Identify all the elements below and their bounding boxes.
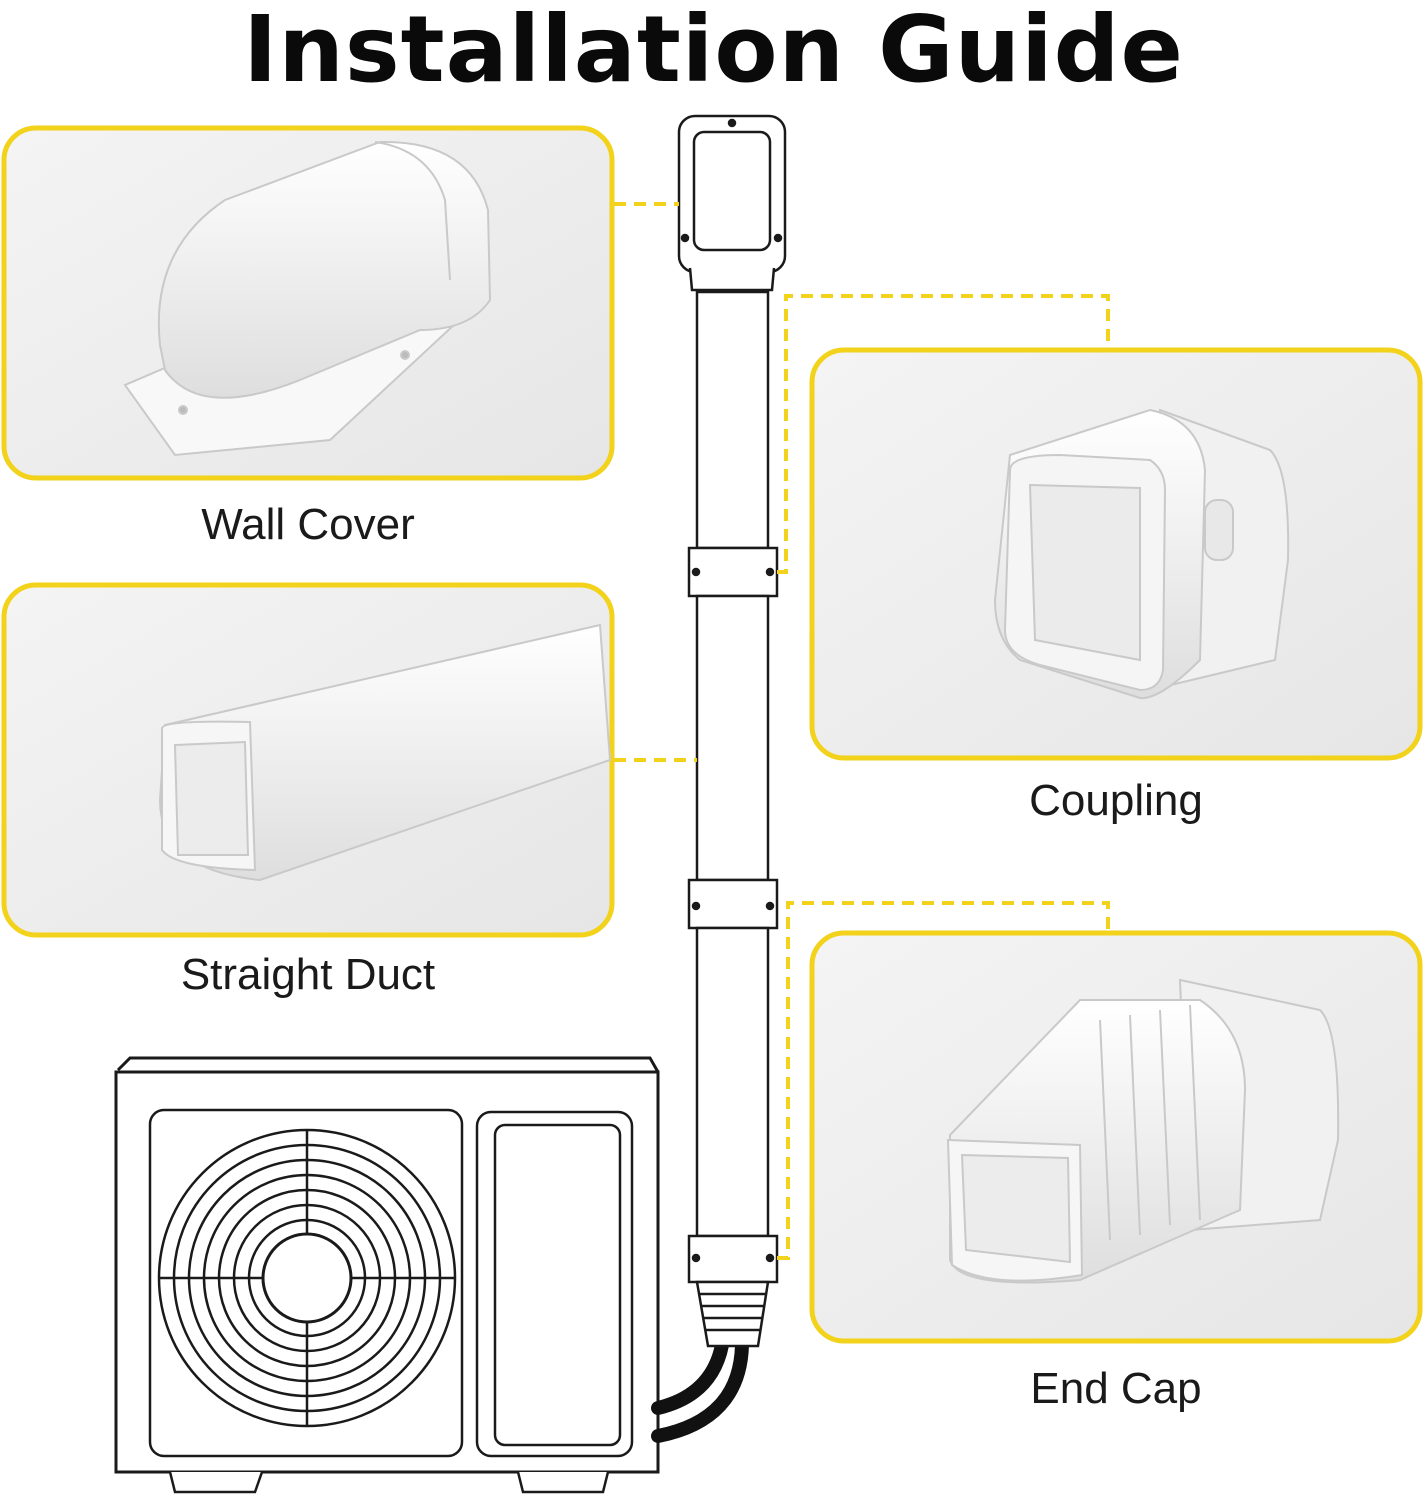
straight-duct-panel [1, 582, 615, 938]
straight-duct-caption: Straight Duct [180, 950, 436, 999]
coupling-illustration [993, 408, 1290, 700]
wall-cover-illustration [123, 140, 492, 457]
end-cap-illustration [946, 978, 1340, 1284]
end-cap-panel [809, 930, 1423, 1344]
straight-duct-middle [695, 594, 770, 882]
straight-duct-lower [695, 926, 770, 1238]
end-cap-caption: End Cap [1030, 1364, 1202, 1413]
outdoor-ac-unit [114, 1056, 660, 1494]
straight-duct-upper [695, 290, 770, 550]
coupling-leader [777, 294, 1110, 574]
wall-cover-line-drawing [677, 114, 787, 292]
refrigerant-lines [651, 1338, 749, 1443]
end-cap-line-drawing [687, 1234, 779, 1348]
end-cap-leader [777, 901, 1110, 1260]
wall-cover-panel [1, 125, 615, 481]
straight-duct-illustration [158, 623, 612, 882]
coupling-upper [687, 546, 779, 598]
leader-lines [614, 202, 1110, 1260]
fan-grille [157, 1128, 457, 1428]
duct-assembly [677, 114, 787, 1348]
coupling-panel [809, 347, 1423, 761]
coupling-caption: Coupling [1029, 776, 1203, 825]
wall-cover-caption: Wall Cover [201, 500, 415, 549]
page-title: Installation Guide [243, 0, 1184, 103]
coupling-lower [687, 878, 779, 930]
